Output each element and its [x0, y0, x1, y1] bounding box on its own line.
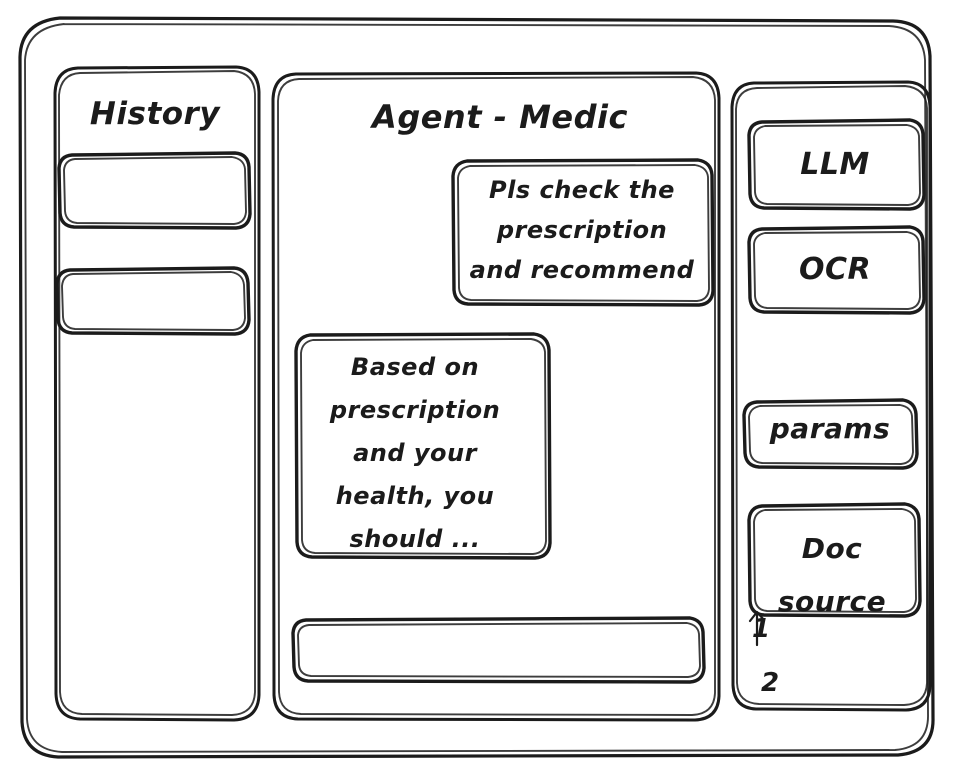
- composer-outline: [291, 616, 706, 684]
- agent-panel-outline: [271, 71, 721, 722]
- tool-doc-source-outline: [747, 502, 922, 618]
- tool-llm-outline: [747, 118, 926, 211]
- history-item-1-outline: [57, 151, 252, 230]
- window-frame: [18, 16, 935, 759]
- history-panel-title: History: [89, 96, 221, 132]
- user-message-outline: [451, 158, 715, 307]
- history-item-2-outline: [55, 266, 251, 336]
- tool-llm-label[interactable]: LLM: [800, 147, 870, 182]
- tool-params-outline: [742, 398, 919, 470]
- user-message-text: Pls check the prescription and recommend: [469, 176, 695, 284]
- assistant-message-text: Based on prescription and your health, y…: [329, 353, 501, 553]
- tool-ocr-outline: [747, 225, 926, 315]
- history-item-2[interactable]: [56, 267, 250, 335]
- agent-panel-title: Agent - Medic: [372, 98, 628, 136]
- reference-tick-mark: [748, 610, 766, 647]
- composer-input[interactable]: [293, 618, 705, 683]
- history-panel-outline: [53, 65, 261, 722]
- tool-doc-source-label[interactable]: Doc source: [777, 532, 887, 618]
- tool-ocr-label[interactable]: OCR: [798, 252, 872, 287]
- tools-panel-outline: [730, 80, 932, 712]
- tool-params-label[interactable]: params: [769, 412, 891, 445]
- assistant-message-outline: [294, 332, 552, 560]
- reference-item-1[interactable]: 1: [752, 614, 771, 644]
- history-item-1[interactable]: [58, 152, 251, 230]
- reference-item-2[interactable]: 2: [761, 668, 780, 698]
